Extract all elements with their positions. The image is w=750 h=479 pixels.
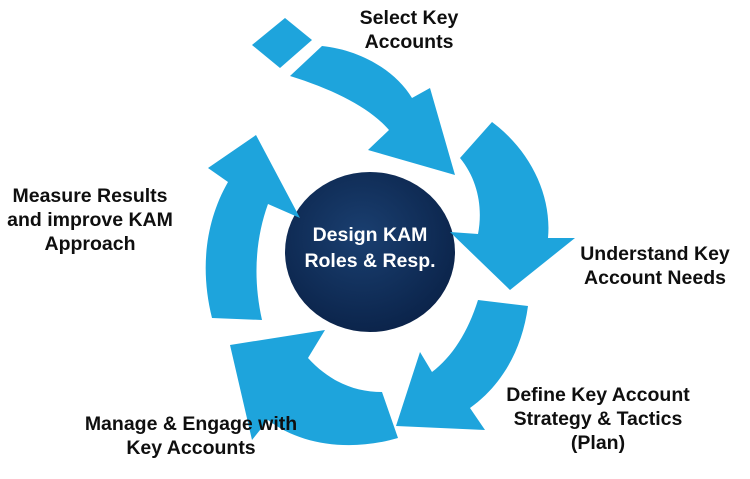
arrow-define-strategy: [396, 300, 528, 430]
step-label-line: Accounts: [364, 31, 454, 53]
step-select-key-accounts: Select Key Accounts: [340, 6, 478, 54]
center-label-line2: Roles & Resp.: [304, 250, 436, 272]
arrow-measure-results: [205, 135, 300, 320]
step-label-line: Key Accounts: [126, 437, 256, 459]
step-label-line: Manage & Engage with: [84, 413, 298, 435]
step-label-line: Understand Key: [580, 243, 730, 265]
step-label-line: (Plan): [570, 432, 626, 454]
arrow-manage-engage: [230, 330, 398, 446]
step-label-line: Select Key: [359, 7, 459, 29]
step-measure-results: Measure Results and improve KAM Approach: [2, 184, 178, 256]
center-label: Design KAM Roles & Resp.: [290, 222, 450, 274]
step-label-line: Approach: [44, 233, 136, 255]
center-hub: [285, 172, 455, 332]
step-manage-engage: Manage & Engage with Key Accounts: [70, 412, 312, 460]
step-label-line: Account Needs: [584, 267, 726, 289]
step-understand-needs: Understand Key Account Needs: [570, 242, 740, 290]
arrow-select-key-accounts: [252, 18, 455, 175]
arrow-understand-needs: [450, 122, 575, 290]
center-label-line1: Design KAM: [312, 224, 428, 246]
step-label-line: Strategy & Tactics: [513, 408, 683, 430]
step-label-line: Define Key Account: [506, 384, 690, 406]
step-label-line: Measure Results: [12, 185, 168, 207]
step-label-line: and improve KAM: [7, 209, 173, 231]
step-define-strategy: Define Key Account Strategy & Tactics (P…: [488, 383, 708, 455]
